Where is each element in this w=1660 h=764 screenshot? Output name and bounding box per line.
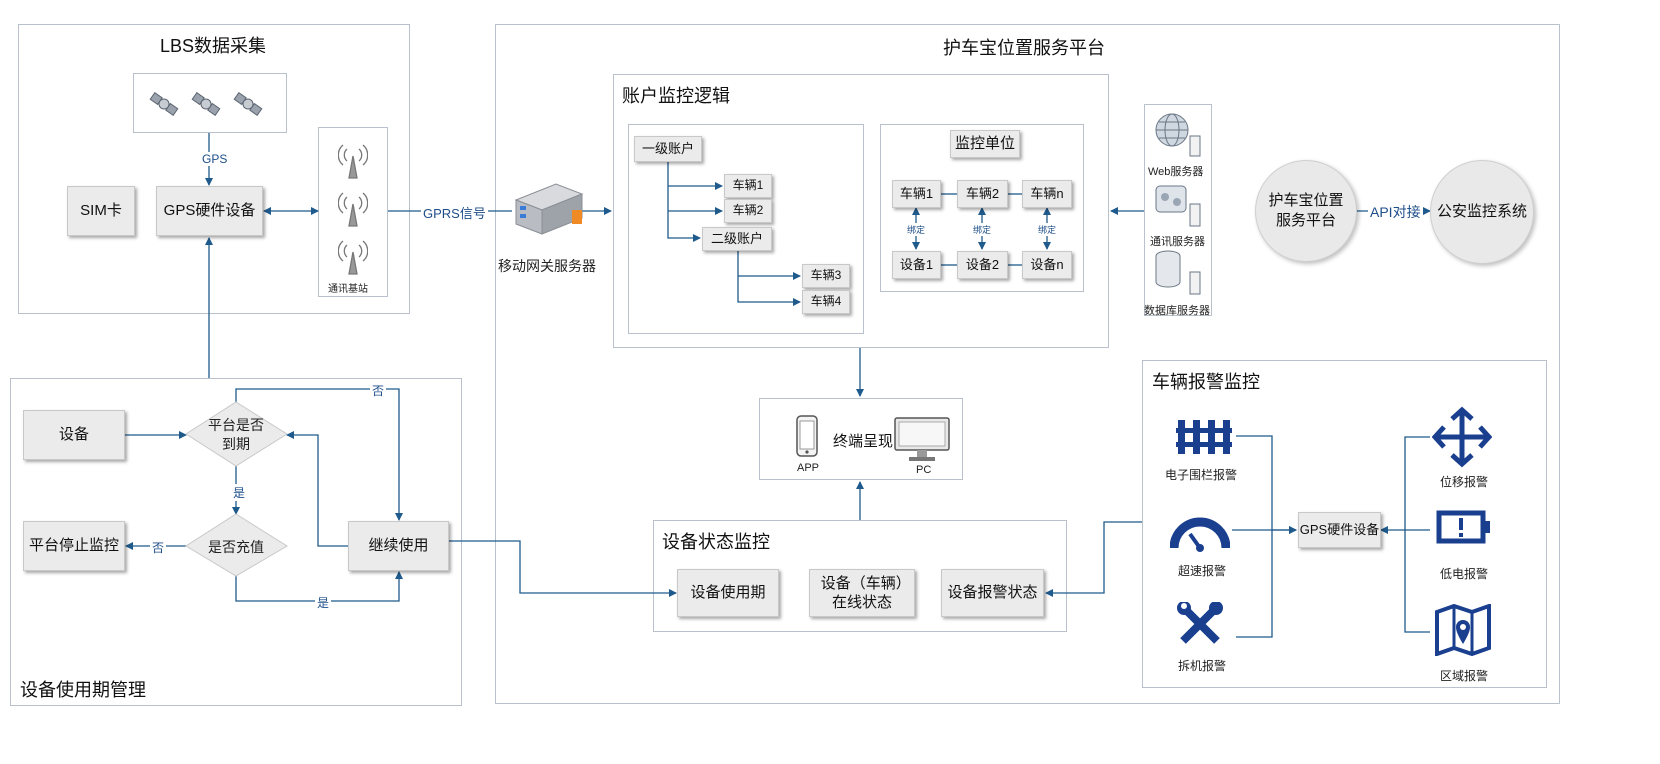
- fence-icon: [1176, 416, 1232, 461]
- phone-icon: [795, 415, 819, 462]
- database-server-caption: 数据库服务器: [1144, 305, 1210, 317]
- fence-caption: 电子围栏报警: [1165, 468, 1238, 482]
- lifecycle-title: 设备使用期管理: [20, 680, 146, 700]
- database-server-icon: [1152, 248, 1204, 303]
- gateway-server-icon: [508, 178, 588, 247]
- move-icon: [1431, 406, 1493, 473]
- yes-label-bottom: 是: [315, 594, 332, 611]
- bind-label-2: 绑定: [973, 223, 992, 236]
- unit-car-1: 车辆1: [892, 180, 941, 208]
- app-caption: APP: [797, 462, 820, 474]
- battery-caption: 低电报警: [1440, 567, 1489, 581]
- tower-caption: 通讯基站: [328, 284, 368, 295]
- api-label: API对接: [1368, 202, 1423, 222]
- map-pin-icon: [1434, 603, 1492, 661]
- account-car-1: 车辆1: [724, 174, 772, 198]
- move-caption: 位移报警: [1440, 475, 1489, 489]
- platform-circle: 护车宝位置服务平台: [1255, 160, 1357, 262]
- device-box: 设备: [23, 410, 125, 460]
- unit-car-n: 车辆n: [1022, 180, 1072, 208]
- account-car-4: 车辆4: [802, 290, 850, 314]
- account-car-3: 车辆3: [802, 264, 850, 288]
- unit-device-1: 设备1: [892, 251, 941, 279]
- pc-caption: PC: [916, 464, 932, 476]
- sim-card-box: SIM卡: [67, 186, 135, 236]
- web-server-caption: Web服务器: [1148, 166, 1204, 178]
- satellite-icon: [144, 86, 274, 127]
- area-caption: 区域报警: [1440, 669, 1489, 683]
- level2-account-box: 二级账户: [702, 227, 772, 251]
- bind-label-1: 绑定: [907, 223, 926, 236]
- battery-icon: [1436, 510, 1492, 549]
- recharge-decision: [185, 513, 288, 577]
- stop-monitor-box: 平台停止监控: [23, 521, 125, 571]
- usage-period-box: 设备使用期: [677, 569, 779, 617]
- gateway-caption: 移动网关服务器: [498, 258, 596, 274]
- alarm-gps-device-box: GPS硬件设备: [1298, 512, 1381, 548]
- alarm-title: 车辆报警监控: [1152, 372, 1260, 392]
- no-label-left: 否: [150, 539, 167, 556]
- gps-label: GPS: [200, 152, 230, 166]
- police-system-circle: 公安监控系统: [1430, 160, 1534, 264]
- monitor-unit-box: 监控单位: [950, 130, 1020, 158]
- monitor-icon: [893, 416, 951, 469]
- bind-label-n: 绑定: [1038, 223, 1057, 236]
- unit-device-n: 设备n: [1022, 251, 1072, 279]
- unit-car-2: 车辆2: [957, 180, 1008, 208]
- account-car-2: 车辆2: [724, 199, 772, 223]
- alarm-status-arrow: [1045, 521, 1142, 597]
- no-label-top: 否: [370, 382, 387, 399]
- terminal-title: 终端呈现: [833, 433, 894, 450]
- tools-icon: [1176, 601, 1224, 653]
- tower-icon: [337, 140, 369, 285]
- gprs-label: GPRS信号: [421, 203, 488, 222]
- level1-account-box: 一级账户: [634, 136, 702, 162]
- comm-server-icon: [1152, 180, 1204, 235]
- unit-device-2: 设备2: [957, 251, 1008, 279]
- continue-period-arrow: [449, 540, 677, 597]
- expired-decision-label: 平台是否到期: [208, 417, 264, 452]
- yes-label-mid: 是: [231, 484, 248, 501]
- account-title: 账户监控逻辑: [622, 86, 730, 106]
- dismantle-caption: 拆机报警: [1178, 659, 1227, 673]
- speedometer-icon: [1169, 510, 1231, 557]
- expired-decision: [185, 401, 288, 467]
- lbs-title: LBS数据采集: [160, 36, 267, 56]
- recharge-decision-label: 是否充值: [208, 539, 264, 555]
- web-server-icon: [1152, 110, 1204, 165]
- alarm-status-box: 设备报警状态: [941, 569, 1044, 617]
- continue-use-box: 继续使用: [348, 521, 449, 571]
- online-status-box: 设备（车辆）在线状态: [809, 569, 915, 617]
- speed-caption: 超速报警: [1178, 564, 1227, 578]
- status-title: 设备状态监控: [662, 532, 770, 552]
- comm-server-caption: 通讯服务器: [1150, 236, 1205, 248]
- gps-device-box: GPS硬件设备: [156, 186, 263, 236]
- platform-title: 护车宝位置服务平台: [943, 38, 1105, 58]
